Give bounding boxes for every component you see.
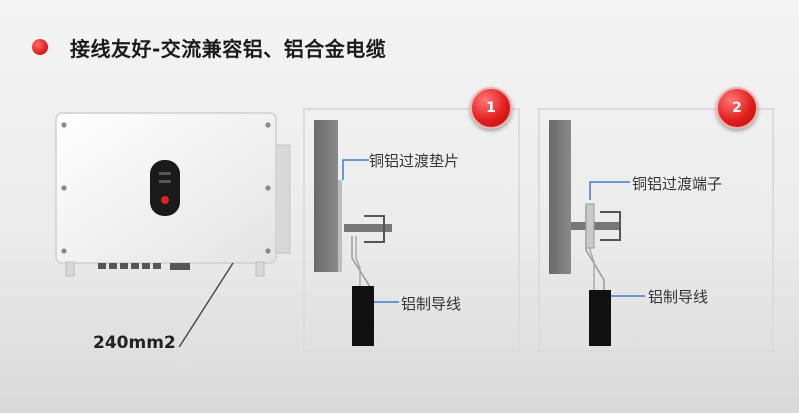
cable-size-label: 240mm2 [93,333,176,353]
diagram-1-washer [338,180,342,272]
red-bullet-icon [32,39,48,55]
step-2-badge: 2 [716,87,758,129]
diagram-1-busbar [314,120,338,272]
diagram-1 [314,120,399,346]
inverter-led-icon [161,196,169,204]
diagram-1-bolt [344,224,392,232]
diagram-1-top-label: 铜铝过渡垫片 [369,152,460,170]
diagram-2-top-leader [589,181,630,200]
section-title: 接线友好-交流兼容铝、铝合金电缆 [70,36,387,61]
cable-leader-line [175,262,234,353]
inverter-screws [61,122,271,254]
inverter-display-panel [150,160,180,216]
diagram-1-top-leader [342,159,369,180]
diagram-2-bottom-label: 铝制导线 [648,288,709,306]
diagram-1-bottom-label: 铝制导线 [401,295,462,313]
diagram-1-cable [352,286,374,346]
diagram-2-busbar [549,120,571,274]
step-1-badge: 1 [470,87,512,129]
inverter [55,112,291,277]
diagram-2-cable [589,290,611,346]
diagram-2-frame [538,108,774,352]
diagram-1-frame [303,108,520,352]
diagram-2-top-label: 铜铝过渡端子 [632,175,723,193]
inverter-terminals [98,263,190,270]
diagram-2-bolt [571,222,621,230]
diagram-2 [549,120,645,346]
section-header: 接线友好-交流兼容铝、铝合金电缆 [32,30,386,64]
diagram-2-lug [585,203,595,249]
cable-placeholder-box [174,347,192,365]
